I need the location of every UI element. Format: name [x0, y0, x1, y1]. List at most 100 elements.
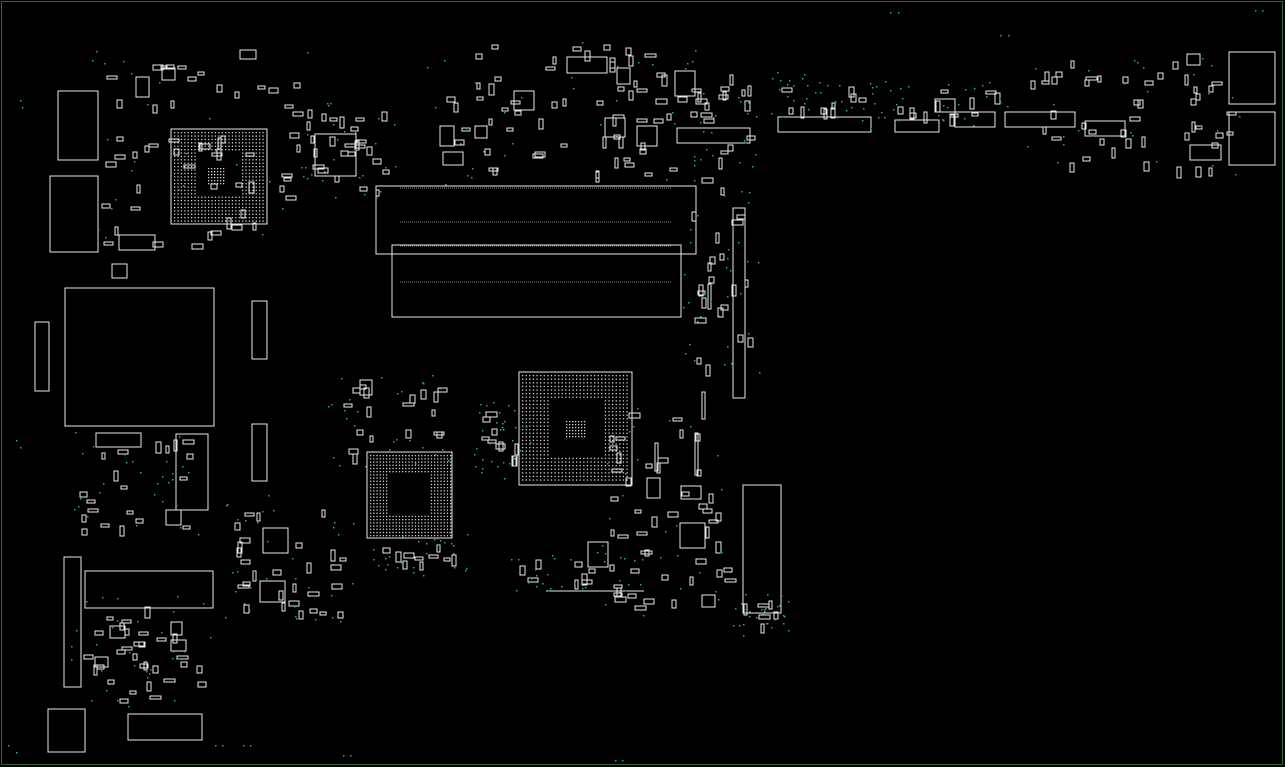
bga-ball-top-left: [218, 145, 220, 147]
bga-ball-top-left: [204, 132, 206, 134]
bga-ball-center: [604, 382, 607, 384]
ic-small-3[interactable]: [111, 263, 128, 279]
via: [243, 745, 245, 747]
connector-top-right-3[interactable]: [954, 111, 996, 128]
connector-right-thin-2[interactable]: [701, 391, 706, 420]
ic-small-10[interactable]: [94, 656, 109, 668]
bga-chip-top-left[interactable]: [170, 128, 268, 225]
bga-ball-center: [619, 443, 621, 445]
bga-ball-lower-center: [437, 483, 439, 486]
bga-ball-center: [543, 407, 545, 409]
ic-top-center-3[interactable]: [604, 117, 626, 138]
connector-top-right-2[interactable]: [894, 119, 940, 133]
passive-pad: [138, 631, 149, 636]
passive-pad: [96, 664, 105, 670]
connector-vertical-b[interactable]: [251, 300, 268, 360]
connector-vertical-c[interactable]: [251, 423, 268, 482]
connector-vertical-a[interactable]: [175, 433, 209, 511]
bga-chip-center[interactable]: [518, 371, 633, 486]
bga-ball-lower-center: [405, 458, 407, 460]
via: [760, 603, 762, 605]
bga-ball-lower-center: [446, 509, 449, 511]
bga-ball-lower-center: [382, 461, 385, 463]
connector-wide-bottom[interactable]: [84, 570, 214, 609]
bga-ball-lower-center: [414, 531, 417, 534]
bga-ball-center: [579, 461, 581, 463]
bga-ball-top-left: [259, 206, 261, 209]
connector-bottom-left-vertical[interactable]: [63, 556, 82, 688]
ic-top-center-8[interactable]: [474, 125, 488, 139]
connector-right-edge-bottom[interactable]: [1228, 111, 1276, 166]
bga-ball-top-left: [245, 200, 247, 202]
bga-ball-top-left: [191, 186, 193, 188]
bga-ball-center: [536, 436, 538, 438]
ic-small-5[interactable]: [239, 49, 257, 60]
bga-ball-lower-center: [382, 483, 385, 486]
bga-ball-center: [619, 411, 621, 413]
large-chip-left[interactable]: [64, 287, 215, 427]
ic-small-4[interactable]: [161, 67, 176, 81]
connector-right-edge-top[interactable]: [1228, 51, 1276, 105]
via: [234, 529, 236, 531]
connector-left-mid[interactable]: [49, 175, 99, 253]
ic-small-1[interactable]: [135, 76, 150, 98]
ic-top-center-1[interactable]: [566, 56, 608, 74]
ic-top-center-6[interactable]: [439, 125, 455, 147]
memory-slot-lower[interactable]: [391, 244, 682, 318]
bga-ball-center: [543, 421, 545, 424]
via: [101, 670, 103, 672]
ic-small-9[interactable]: [170, 639, 187, 652]
ic-center-1[interactable]: [587, 541, 609, 568]
ic-top-right-2[interactable]: [1189, 144, 1222, 161]
ic-top-center-7[interactable]: [442, 151, 464, 166]
bga-ball-lower-center: [370, 535, 372, 537]
ic-center-5[interactable]: [646, 477, 661, 499]
bga-ball-center: [554, 479, 556, 481]
connector-bottom-corner[interactable]: [47, 708, 86, 753]
ic-top-center-5[interactable]: [674, 70, 696, 97]
ic-top-right-1[interactable]: [934, 98, 956, 113]
passive-pad: [644, 549, 650, 557]
connector-top-center[interactable]: [676, 127, 751, 144]
bga-ball-lower-center: [373, 525, 375, 527]
connector-right-thin-1[interactable]: [707, 283, 712, 310]
bga-ball-lower-center: [443, 512, 445, 514]
connector-right-vertical-top[interactable]: [732, 207, 746, 399]
ic-top-right-3[interactable]: [1186, 53, 1201, 66]
bga-ball-center: [558, 385, 560, 388]
ic-small-8[interactable]: [170, 621, 183, 636]
memory-slot-upper[interactable]: [375, 185, 697, 255]
bga-ball-lower-center: [430, 522, 433, 524]
passive-pad: [715, 541, 722, 554]
via: [807, 85, 809, 87]
ic-center-3[interactable]: [259, 580, 286, 603]
bga-ball-top-left: [180, 186, 183, 188]
ic-center-2[interactable]: [262, 527, 289, 554]
ic-top-center-9[interactable]: [616, 67, 631, 85]
passive-pad: [610, 496, 619, 502]
connector-top-right-4[interactable]: [1004, 111, 1076, 128]
connector-bottom-strip[interactable]: [127, 713, 203, 741]
bga-ball-center: [543, 436, 545, 438]
ic-small-6[interactable]: [165, 509, 182, 526]
ic-center-4[interactable]: [679, 522, 706, 549]
passive-pad: [240, 559, 251, 565]
via: [99, 492, 101, 494]
ic-small-2[interactable]: [118, 234, 156, 251]
ic-center-8[interactable]: [701, 594, 716, 608]
bga-ball-top-left: [184, 155, 186, 158]
bga-ball-lower-center: [446, 519, 449, 521]
ic-center-6[interactable]: [680, 485, 702, 500]
bga-ball-top-left: [197, 135, 200, 137]
via: [783, 623, 785, 625]
connector-strip-a[interactable]: [95, 432, 142, 448]
bga-ball-top-left-core: [220, 171, 222, 173]
connector-right-vertical-bottom[interactable]: [742, 484, 782, 614]
connector-left-top[interactable]: [57, 90, 99, 161]
ic-top-center-4[interactable]: [636, 125, 658, 147]
bga-chip-lower-center[interactable]: [366, 451, 453, 539]
bga-ball-center: [583, 375, 585, 377]
connector-left-edge[interactable]: [34, 321, 50, 392]
passive-pad: [510, 100, 521, 105]
